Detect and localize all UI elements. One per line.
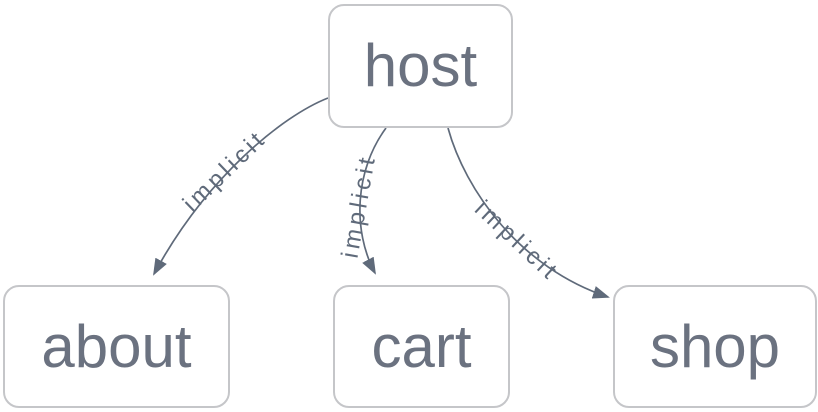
edge-label-host-cart: implicit xyxy=(337,152,382,260)
node-host-label: host xyxy=(363,32,478,99)
node-host[interactable]: host xyxy=(328,4,513,128)
edge-host-cart xyxy=(359,127,387,275)
edge-host-shop xyxy=(447,127,610,299)
node-about[interactable]: about xyxy=(3,285,230,408)
node-cart[interactable]: cart xyxy=(333,285,510,408)
edge-label-host-shop: implicit xyxy=(469,195,564,287)
edge-label-host-about: implicit xyxy=(178,125,273,218)
node-about-label: about xyxy=(41,312,192,380)
node-cart-label: cart xyxy=(371,312,472,380)
node-shop[interactable]: shop xyxy=(613,285,817,408)
edge-host-about xyxy=(153,97,329,276)
node-shop-label: shop xyxy=(649,312,781,380)
